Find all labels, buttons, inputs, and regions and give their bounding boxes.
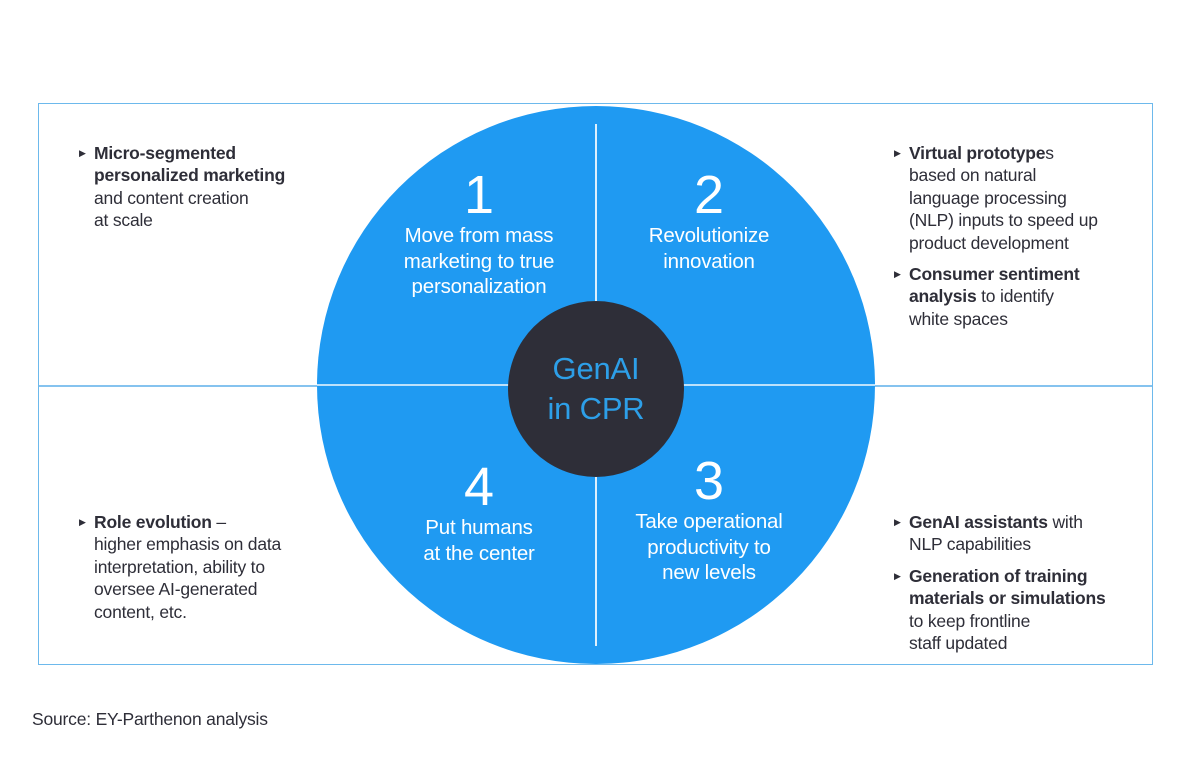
- panel-bottom-left: ▶ Role evolution – higher emphasis on da…: [79, 511, 281, 623]
- quadrant-1: 1 Move from mass marketing to true perso…: [349, 168, 609, 300]
- center-circle: GenAI in CPR: [508, 301, 684, 477]
- note-text: Micro-segmented personalized marketing a…: [94, 142, 285, 232]
- quadrant-4-label: Put humans at the center: [423, 516, 535, 565]
- quadrant-3: 3 Take operational productivity to new l…: [579, 454, 839, 586]
- bullet-arrow-icon: ▶: [894, 517, 901, 527]
- note-bold: GenAI assistants: [909, 512, 1048, 532]
- bullet-item: ▶ Micro-segmented personalized marketing…: [79, 142, 285, 232]
- panel-bottom-right: ▶ GenAI assistants with NLP capabilities…: [894, 511, 1106, 654]
- quadrant-2-number: 2: [693, 165, 725, 225]
- note-rest: and content creation at scale: [94, 187, 249, 231]
- source-note: Source: EY-Parthenon analysis: [32, 709, 268, 729]
- quadrant-2-label: Revolutionize innovation: [648, 224, 770, 273]
- quadrant-4-number: 4: [463, 457, 495, 517]
- quadrant-1-label: Move from mass marketing to true persona…: [403, 224, 555, 298]
- note-bold: Generation of training materials or simu…: [909, 565, 1106, 609]
- bullet-arrow-icon: ▶: [79, 517, 86, 527]
- note-rest: to identify white spaces: [909, 286, 1054, 329]
- quadrant-4: 4 Put humans at the center: [349, 460, 609, 566]
- quadrant-2: 2 Revolutionize innovation: [579, 168, 839, 274]
- center-label: GenAI in CPR: [547, 351, 645, 426]
- bullet-arrow-icon: ▶: [894, 269, 901, 280]
- bullet-item: ▶ Consumer sentiment analysis to identif…: [894, 263, 1098, 330]
- note-text: Generation of training materials or simu…: [909, 565, 1106, 655]
- quadrant-3-number: 3: [693, 451, 725, 511]
- bullet-arrow-icon: ▶: [894, 570, 901, 581]
- note-bold: Role evolution: [94, 512, 212, 532]
- note-rest: s based on natural language processing (…: [909, 143, 1098, 253]
- note-rest: – higher emphasis on data interpretation…: [94, 512, 282, 622]
- note-text: Consumer sentiment analysis to identify …: [909, 263, 1080, 330]
- bullet-item: ▶ Role evolution – higher emphasis on da…: [79, 511, 281, 623]
- bullet-arrow-icon: ▶: [894, 148, 901, 158]
- note-bold: Virtual prototype: [909, 143, 1046, 163]
- note-text: Virtual prototypes based on natural lang…: [909, 142, 1098, 254]
- note-text: GenAI assistants with NLP capabilities: [909, 511, 1083, 556]
- note-text: Role evolution – higher emphasis on data…: [94, 511, 281, 623]
- note-bold: Consumer sentiment analysis: [909, 264, 1080, 307]
- quadrant-3-label: Take operational productivity to new lev…: [635, 510, 783, 584]
- quadrant-1-number: 1: [463, 165, 495, 225]
- panel-top-left: ▶ Micro-segmented personalized marketing…: [79, 142, 285, 232]
- panel-top-right: ▶ Virtual prototypes based on natural la…: [894, 142, 1098, 330]
- genai-circle: 1 Move from mass marketing to true perso…: [317, 106, 875, 664]
- note-rest: to keep frontline staff updated: [909, 610, 1031, 654]
- bullet-item: ▶ GenAI assistants with NLP capabilities: [894, 511, 1106, 556]
- note-rest: with NLP capabilities: [909, 512, 1083, 555]
- frame: ▶ Micro-segmented personalized marketing…: [38, 103, 1153, 665]
- note-bold: Micro-segmented personalized marketing: [94, 143, 286, 186]
- bullet-item: ▶ Generation of training materials or si…: [894, 565, 1106, 655]
- bullet-arrow-icon: ▶: [79, 148, 86, 158]
- bullet-item: ▶ Virtual prototypes based on natural la…: [894, 142, 1098, 254]
